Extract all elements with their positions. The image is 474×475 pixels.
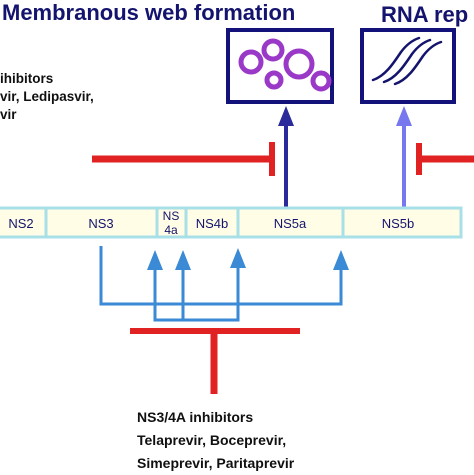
cleavage-arrow-ns3-4a [147, 250, 163, 270]
rna-replication-box [360, 28, 456, 104]
segment-label-ns2: NS2 [8, 216, 33, 231]
segment-ns5a [236, 206, 345, 239]
ns3-4a-inhibitors-label: NS3/4A inhibitors Telaprevir, Boceprevir… [137, 406, 294, 475]
segment-label-ns5a: NS5a [274, 216, 307, 231]
ns5a-inhibitors-line3: vir [0, 107, 17, 122]
segment-label-ns4b: NS4b [196, 216, 229, 231]
segment-ns3 [44, 206, 159, 239]
ns3-4a-inhibitors-line1: Telaprevir, Boceprevir, [137, 432, 287, 448]
cleavage-arrowheads [147, 248, 349, 270]
polyprotein-bar: NS2 NS3 NS 4a NS4b NS5a NS5b [0, 206, 463, 239]
segment-label-ns4a-line2: 4a [164, 223, 178, 237]
cleavage-arrow-4a-4b [175, 250, 191, 270]
ns5a-inhibitors-line1: ihibitors [0, 71, 54, 86]
rna-strands-icon [371, 36, 443, 86]
segment-label-ns4a-line1: NS [163, 209, 180, 223]
segment-ns5b [341, 206, 463, 239]
ns3-4a-inhibitors-title: NS3/4A inhibitors [137, 409, 254, 425]
ns3-4a-cleavage-network [99, 246, 343, 322]
ns5a-inhibitors-label: ihibitors vir, Ledipasvir, vir [0, 70, 94, 124]
ns5a-inhibitors-line2: vir, Ledipasvir, [0, 89, 94, 104]
ns5a-arrow-head [278, 106, 294, 126]
segment-ns4b [184, 206, 240, 239]
ns5b-arrow-head [396, 106, 412, 126]
cleavage-inner-line [153, 268, 240, 322]
vesicle-cluster-icon [238, 38, 332, 92]
rna-replication-title: RNA rep [381, 2, 469, 27]
segment-ns2 [0, 206, 48, 239]
ns3-4a-inhibitors-line2: Simeprevir, Paritaprevir [137, 455, 295, 471]
segment-label-ns5b: NS5b [382, 216, 415, 231]
cleavage-outer-line [99, 246, 343, 306]
membranous-web-formation-title: Membranous web formation [2, 0, 296, 25]
segment-label-ns3: NS3 [88, 216, 113, 231]
cleavage-arrow-5a-5b [333, 250, 349, 270]
cleavage-arrow-4b-5a [230, 248, 246, 268]
